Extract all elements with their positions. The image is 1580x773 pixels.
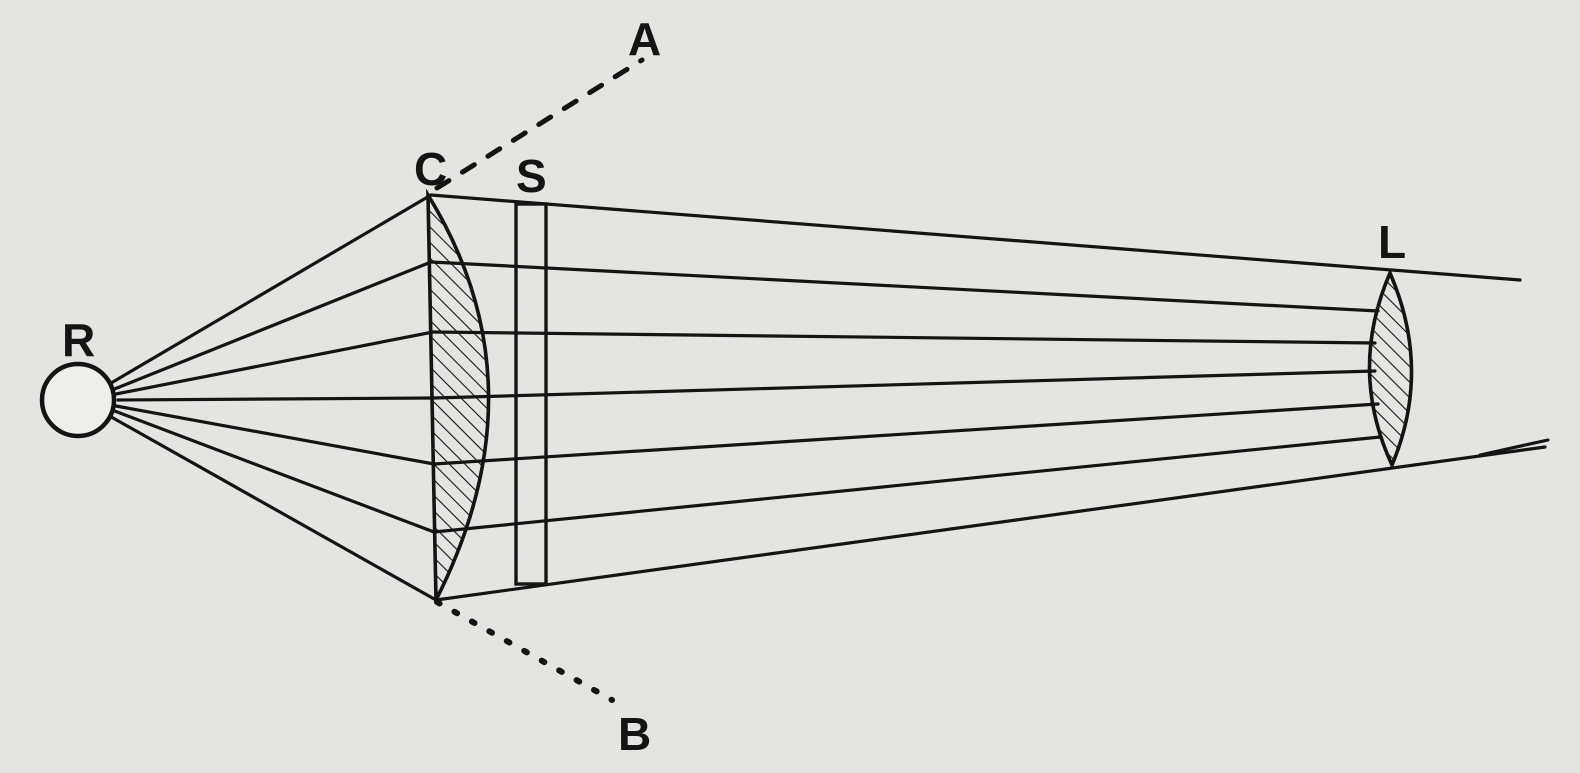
outer-ray-top <box>429 193 1522 282</box>
label-axis-bottom: B <box>618 708 651 760</box>
source-ray <box>116 396 436 402</box>
projected-ray <box>431 330 1377 345</box>
light-source-circle <box>39 361 117 439</box>
label-objective: L <box>1378 216 1406 268</box>
source-rays <box>104 193 438 602</box>
outer-ray-bottom <box>434 445 1547 602</box>
axis-lines <box>434 57 645 703</box>
label-axis-top: A <box>628 13 661 65</box>
condenser-lens <box>426 188 491 601</box>
outer-ray-bottom-tail <box>1478 438 1550 457</box>
label-source: R <box>62 314 95 366</box>
projected-rays <box>429 193 1550 602</box>
label-condenser: C <box>414 143 447 195</box>
dashed-axis-to-a <box>434 57 645 191</box>
objective-lens <box>1367 268 1414 470</box>
projected-ray <box>432 435 1382 534</box>
projected-ray <box>432 369 1377 400</box>
slide-plate-frame <box>514 202 548 586</box>
dotted-axis-to-b <box>434 599 615 703</box>
slide-plate <box>514 202 548 586</box>
projected-ray <box>432 402 1380 466</box>
label-slide: S <box>516 150 547 202</box>
projected-ray <box>429 260 1380 313</box>
source-ray <box>114 404 436 466</box>
source-ray <box>114 330 435 396</box>
source-ray <box>110 408 436 534</box>
source-ray <box>110 260 433 392</box>
source-ray <box>104 412 438 602</box>
source-ray <box>104 193 433 388</box>
